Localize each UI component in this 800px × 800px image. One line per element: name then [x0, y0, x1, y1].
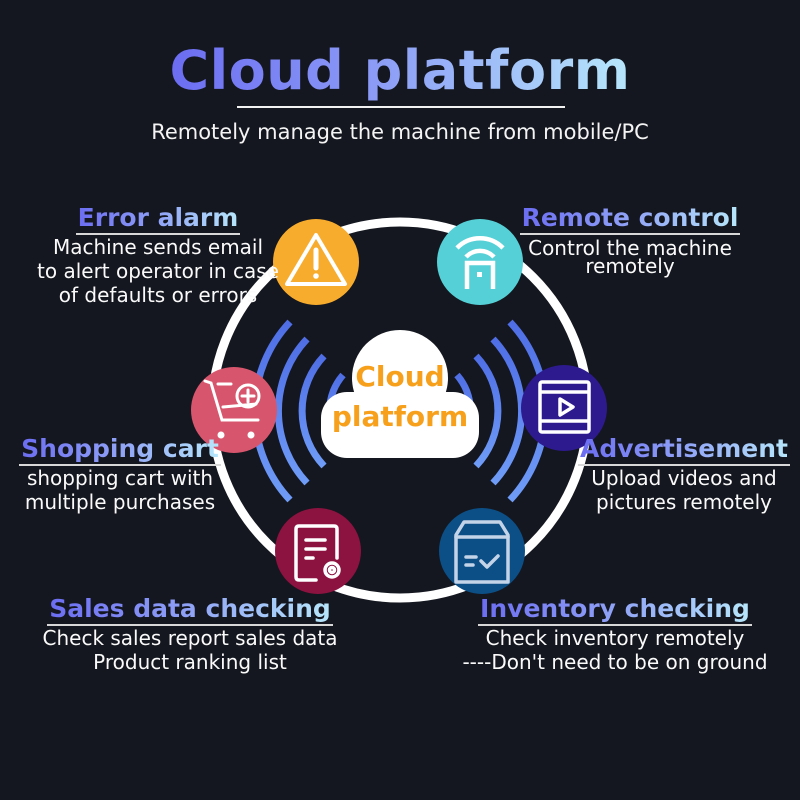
feature-desc-line: of defaults or errors — [58, 283, 258, 307]
feature-desc-line: remotely — [585, 254, 675, 278]
shopping-cart-node — [191, 367, 277, 453]
error-alarm-node — [273, 219, 359, 305]
sales-data-node — [275, 508, 361, 594]
video-play-icon — [538, 380, 591, 434]
feature-error-alarm: Error alarm Machine sends email to alert… — [0, 203, 316, 307]
feature-desc-line: pictures remotely — [596, 490, 772, 514]
advertisement-node — [521, 365, 607, 451]
feature-shopping-cart: Shopping cart shopping cart with multipl… — [4, 434, 236, 514]
feature-title: Advertisement — [578, 434, 790, 466]
remote-signal-icon — [455, 236, 505, 289]
sales-data-circle — [275, 508, 361, 594]
feature-title: Error alarm — [75, 203, 241, 235]
cloud-label-line1: Cloud — [355, 360, 445, 393]
feature-sales-data-checking: Sales data checking Check sales report s… — [20, 594, 360, 674]
signal-arc — [275, 336, 310, 486]
page-title: Cloud platform — [0, 36, 800, 106]
feature-desc-line: Control the machine — [528, 236, 732, 260]
feature-desc-line: shopping cart with — [26, 466, 214, 490]
cloud-shape — [321, 330, 479, 458]
feature-desc-line: ----Don't need to be on ground — [462, 650, 768, 674]
remote-control-node — [437, 219, 523, 305]
feature-remote-control: Remote control Control the machine remot… — [512, 203, 748, 278]
feature-desc-line: to alert operator in case — [37, 259, 279, 283]
feature-desc-line: Machine sends email — [52, 235, 264, 259]
feature-desc-line: Upload videos and — [591, 466, 777, 490]
signal-arc — [473, 353, 502, 469]
report-settings-icon — [294, 524, 341, 582]
cloud-label-line2: platform — [331, 400, 469, 433]
feature-desc-line: Product ranking list — [93, 650, 287, 674]
feature-desc-line: multiple purchases — [24, 490, 216, 514]
inventory-node — [439, 508, 525, 594]
signal-arc — [298, 353, 327, 469]
title-divider — [237, 106, 565, 108]
feature-desc-line: Check inventory remotely — [485, 626, 745, 650]
warning-icon — [285, 233, 347, 286]
feature-title: Sales data checking — [47, 594, 333, 626]
feature-title: Shopping cart — [19, 434, 221, 466]
feature-title: Inventory checking — [478, 594, 752, 626]
page-subtitle: Remotely manage the machine from mobile/… — [151, 120, 649, 144]
feature-advertisement: Advertisement Upload videos and pictures… — [574, 434, 794, 514]
page-title-text: Cloud platform — [169, 39, 631, 102]
inventory-box-icon — [454, 520, 510, 584]
feature-inventory-checking: Inventory checking Check inventory remot… — [430, 594, 800, 674]
feature-desc-line: Check sales report sales data — [42, 626, 338, 650]
cart-add-icon — [203, 379, 261, 439]
feature-title: Remote control — [519, 203, 741, 235]
advertisement-circle — [521, 365, 607, 451]
